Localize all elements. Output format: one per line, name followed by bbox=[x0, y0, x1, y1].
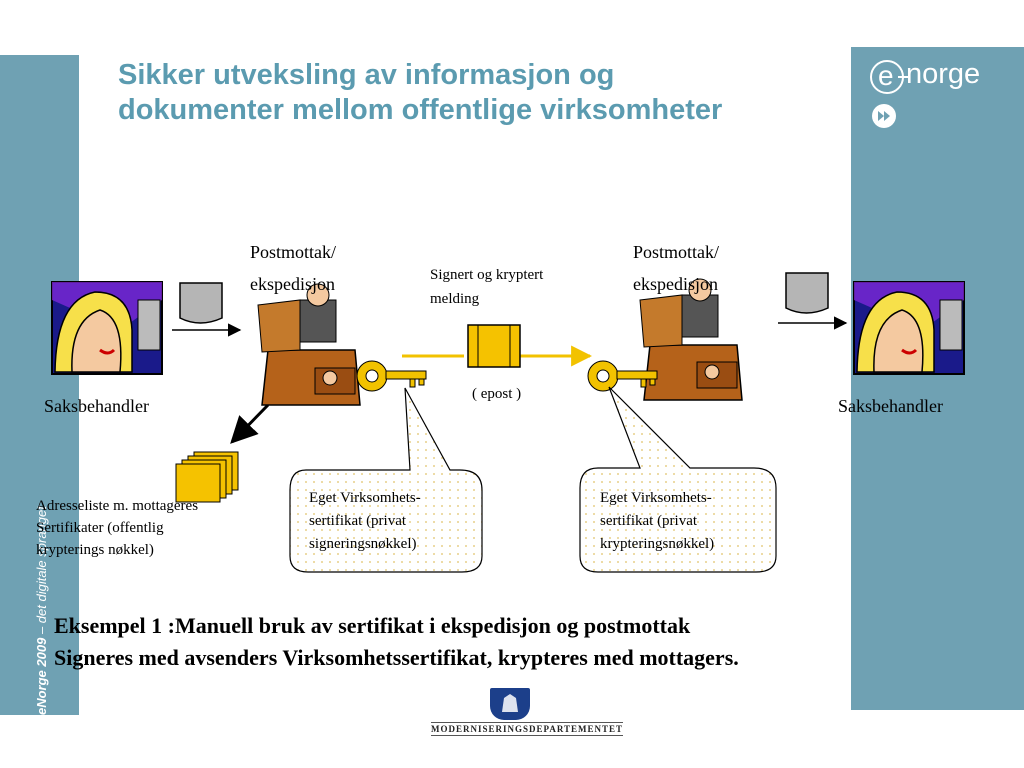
left-sidebar bbox=[0, 55, 79, 715]
envelope-icon bbox=[467, 324, 521, 368]
example-caption: Eksempel 1 :Manuell bruk av sertifikat i… bbox=[54, 610, 739, 674]
right-document-icon bbox=[785, 272, 829, 314]
left-clerk-label: Saksbehandler bbox=[44, 396, 149, 416]
left-office-label-2: ekspedisjon bbox=[250, 274, 335, 294]
example-line-1: Eksempel 1 :Manuell bruk av sertifikat i… bbox=[54, 613, 691, 638]
callout-left-line-3: signeringsnøkkel) bbox=[309, 536, 417, 552]
address-list-label-2: Sertifikater (offentlig bbox=[36, 520, 164, 536]
right-office-label-1: Postmottak/ bbox=[633, 242, 720, 262]
right-clerk-label: Saksbehandler bbox=[838, 396, 943, 416]
callout-left-line-2: sertifikat (privat bbox=[309, 513, 407, 529]
page-title: Sikker utveksling av informasjon og doku… bbox=[118, 58, 838, 128]
arrow-to-address-list bbox=[230, 403, 270, 444]
callout-right-line-1: Eget Virksomhets- bbox=[600, 490, 712, 506]
channel-label: ( epost ) bbox=[472, 386, 522, 402]
logo-text: norge bbox=[906, 58, 981, 90]
left-office-clerk-icon bbox=[257, 283, 361, 406]
address-list-icon bbox=[175, 451, 239, 503]
left-clerk-portrait bbox=[51, 281, 163, 375]
address-list-label-1: Adresseliste m. mottageres bbox=[36, 498, 199, 514]
left-document-icon bbox=[179, 282, 223, 324]
right-sidebar bbox=[851, 47, 1024, 710]
callout-right-line-2: sertifikat (privat bbox=[600, 513, 698, 529]
callout-left-shape bbox=[289, 387, 483, 573]
callout-right-shape bbox=[579, 386, 777, 573]
right-key-icon bbox=[587, 360, 658, 392]
title-line-2: dokumenter mellom offentlige virksomhete… bbox=[118, 94, 723, 126]
left-office-label-1: Postmottak/ bbox=[250, 242, 337, 262]
coat-of-arms-icon bbox=[490, 688, 530, 720]
callout-left-line-1: Eget Virksomhets- bbox=[309, 490, 421, 506]
right-clerk-portrait bbox=[853, 281, 965, 375]
department-name: MODERNISERINGSDEPARTEMENTET bbox=[431, 722, 624, 736]
forward-icon bbox=[872, 104, 896, 128]
title-line-1: Sikker utveksling av informasjon og bbox=[118, 59, 615, 91]
callout-right-line-3: krypteringsnøkkel) bbox=[600, 536, 715, 552]
message-label-2: melding bbox=[430, 291, 480, 307]
address-list-label-3: krypterings nøkkel) bbox=[36, 542, 154, 558]
right-office-clerk-icon bbox=[639, 278, 743, 401]
message-label-1: Signert og kryptert bbox=[430, 267, 544, 283]
logo-e-letter: e bbox=[878, 60, 894, 91]
right-office-label-2: ekspedisjon bbox=[633, 274, 718, 294]
left-key-icon bbox=[356, 360, 427, 392]
example-line-2: Signeres med avsenders Virksomhetssertif… bbox=[54, 645, 739, 670]
logo-dash bbox=[898, 76, 910, 78]
